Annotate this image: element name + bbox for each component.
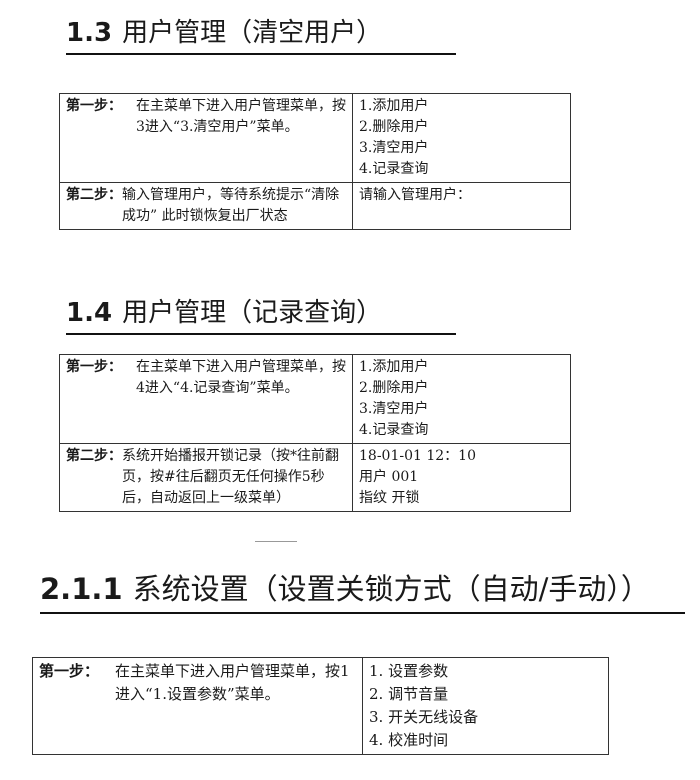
- step-cell: 第二步： 输入管理用户，等待系统提示“清除成功” 此时锁恢复出厂状态: [59, 182, 353, 230]
- menu-option: 2. 调节音量: [369, 685, 449, 703]
- step-label: 第一步：: [66, 359, 122, 375]
- screen-prompt: 请输入管理用户：: [359, 187, 471, 203]
- table-row: 第一步： 在主菜单下进入用户管理菜单，按3进入“3.清空用户”菜单。 1.添加用…: [59, 93, 571, 183]
- prompt-cell: 请输入管理用户：: [352, 182, 571, 230]
- section-number: 1.3: [66, 18, 113, 48]
- step-label: 第二步：: [66, 187, 122, 203]
- section-heading-1-4: 1.4 用户管理（记录查询）: [66, 292, 456, 335]
- table-row: 第二步： 输入管理用户，等待系统提示“清除成功” 此时锁恢复出厂状态 请输入管理…: [59, 182, 571, 230]
- step-cell: 第一步： 在主菜单下进入用户管理菜单，按3进入“3.清空用户”菜单。: [59, 93, 353, 183]
- menu-option: 4.记录查询: [359, 161, 429, 177]
- menu-option: 1.添加用户: [359, 98, 429, 114]
- step-label: 第一步：: [39, 662, 100, 680]
- step-cell: 第一步： 在主菜单下进入用户管理菜单，按4进入“4.记录查询”菜单。: [59, 354, 353, 444]
- record-line: 用户 001: [359, 469, 419, 485]
- step-label: 第一步：: [66, 98, 122, 114]
- section-number: 2.1.1: [40, 572, 123, 606]
- section-title: 系统设置（设置关锁方式（自动/手动））: [132, 572, 650, 606]
- menu-option: 2.删除用户: [359, 380, 429, 396]
- menu-option: 3. 开关无线设备: [369, 708, 479, 726]
- step-description: 系统开始播报开锁记录（按*往前翻页，按#往后翻页无任何操作5秒后，自动返回上一级…: [122, 448, 339, 506]
- step-description: 在主菜单下进入用户管理菜单，按3进入“3.清空用户”菜单。: [136, 98, 346, 135]
- section-heading-1-3: 1.3 用户管理（清空用户）: [66, 12, 456, 55]
- record-line: 指纹 开锁: [359, 490, 420, 506]
- table-row: 第二步： 系统开始播报开锁记录（按*往前翻页，按#往后翻页无任何操作5秒后，自动…: [59, 443, 571, 512]
- table-row: 第一步： 在主菜单下进入用户管理菜单，按4进入“4.记录查询”菜单。 1.添加用…: [59, 354, 571, 444]
- table-row: 第一步： 在主菜单下进入用户管理菜单，按1进入“1.设置参数”菜单。 1. 设置…: [32, 657, 609, 755]
- divider: [255, 541, 297, 542]
- record-line: 18-01-01 12：10: [359, 448, 476, 464]
- menu-option: 4.记录查询: [359, 422, 429, 438]
- step-description: 在主菜单下进入用户管理菜单，按4进入“4.记录查询”菜单。: [136, 359, 346, 396]
- menu-option: 3.清空用户: [359, 401, 429, 417]
- menu-options-cell: 1.添加用户 2.删除用户 3.清空用户 4.记录查询: [352, 93, 571, 183]
- section-title: 用户管理（清空用户）: [122, 18, 383, 48]
- section-number: 1.4: [66, 298, 113, 328]
- section-heading-2-1-1: 2.1.1 系统设置（设置关锁方式（自动/手动））: [40, 566, 685, 614]
- menu-option: 4. 校准时间: [369, 731, 449, 749]
- section-title: 用户管理（记录查询）: [122, 298, 383, 328]
- record-display-cell: 18-01-01 12：10 用户 001 指纹 开锁: [352, 443, 571, 512]
- steps-table-2-1-1: 第一步： 在主菜单下进入用户管理菜单，按1进入“1.设置参数”菜单。 1. 设置…: [32, 657, 609, 755]
- step-cell: 第一步： 在主菜单下进入用户管理菜单，按1进入“1.设置参数”菜单。: [32, 657, 363, 755]
- steps-table-1-4: 第一步： 在主菜单下进入用户管理菜单，按4进入“4.记录查询”菜单。 1.添加用…: [59, 354, 571, 512]
- menu-option: 1. 设置参数: [369, 662, 449, 680]
- menu-options-cell: 1. 设置参数 2. 调节音量 3. 开关无线设备 4. 校准时间: [362, 657, 609, 755]
- steps-table-1-3: 第一步： 在主菜单下进入用户管理菜单，按3进入“3.清空用户”菜单。 1.添加用…: [59, 93, 571, 230]
- menu-option: 2.删除用户: [359, 119, 429, 135]
- step-description: 输入管理用户，等待系统提示“清除成功” 此时锁恢复出厂状态: [122, 187, 340, 224]
- menu-option: 3.清空用户: [359, 140, 429, 156]
- step-description: 在主菜单下进入用户管理菜单，按1进入“1.设置参数”菜单。: [115, 662, 350, 703]
- menu-options-cell: 1.添加用户 2.删除用户 3.清空用户 4.记录查询: [352, 354, 571, 444]
- step-label: 第二步：: [66, 448, 122, 464]
- step-cell: 第二步： 系统开始播报开锁记录（按*往前翻页，按#往后翻页无任何操作5秒后，自动…: [59, 443, 353, 512]
- menu-option: 1.添加用户: [359, 359, 429, 375]
